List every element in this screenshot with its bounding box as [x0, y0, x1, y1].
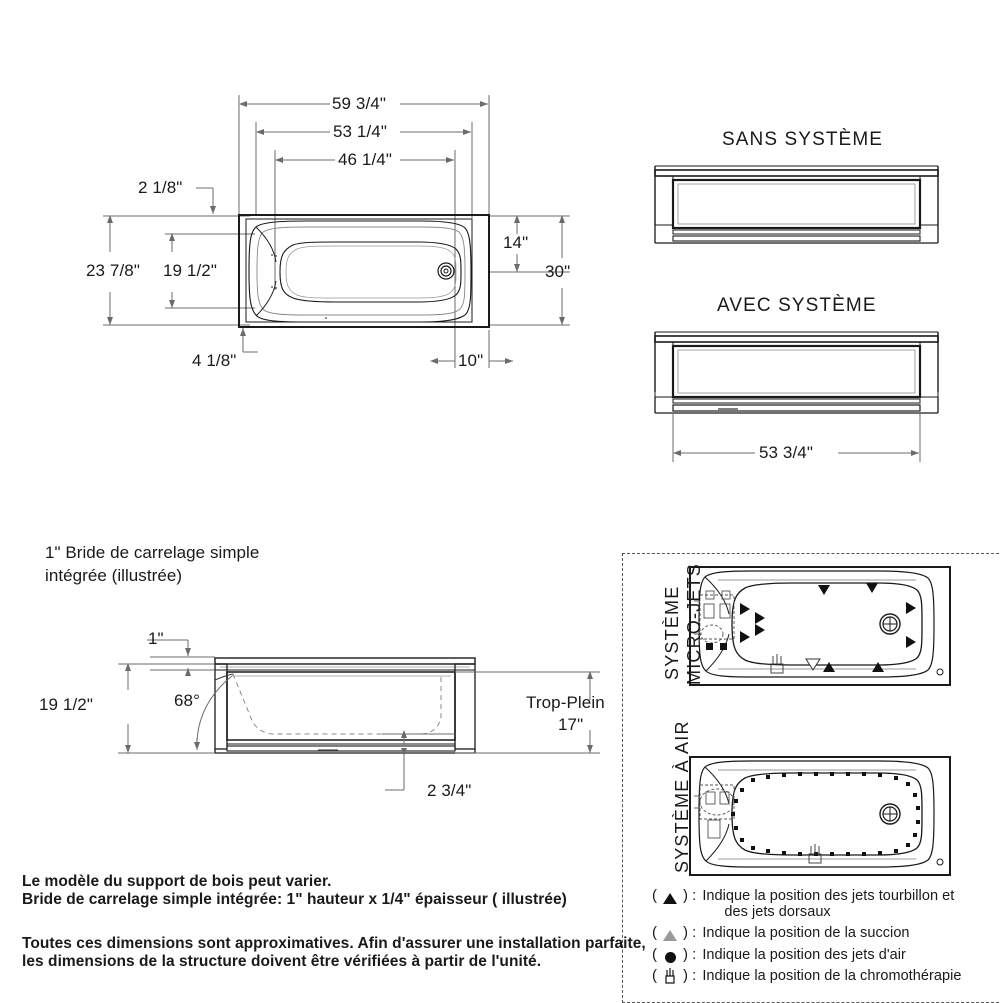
chromotherapy-lamp-icon	[657, 968, 683, 990]
legend-text-0a: Indique la position des jets tourbillon …	[702, 888, 955, 904]
end-view-without-system-geometry	[654, 165, 939, 244]
legend-row-0: ( ) : Indique la position des jets tourb…	[652, 888, 954, 920]
legend-text-2: Indique la position des jets d'air	[702, 947, 906, 963]
legend-row-2: ( ) : Indique la position des jets d'air	[652, 947, 906, 968]
dim-base-height: 2 3/4"	[427, 781, 472, 800]
outline-triangle-icon	[657, 928, 683, 946]
footer-note-4: les dimensions de la structure doivent ê…	[22, 953, 542, 970]
end-view-with-system-geometry	[654, 331, 939, 414]
dim-flange-height: 1"	[148, 629, 164, 648]
section-view-geometry	[214, 657, 476, 754]
legend-row-1: ( ) : Indique la position de la succion	[652, 925, 910, 946]
legend-paren-close-3: ) :	[683, 967, 697, 984]
legend-text-1: Indique la position de la succion	[702, 925, 910, 941]
legend-row-3: ( ) : Indique la position de la chromoth…	[652, 968, 962, 990]
micro-jets-tub-geometry	[689, 566, 951, 686]
dim-wall-angle: 68°	[174, 691, 201, 710]
dim-flange-length: 53 1/4"	[333, 122, 387, 141]
dim-flange-offset-top: 2 1/8"	[138, 178, 183, 197]
dim-overall-width: 23 7/8"	[86, 261, 140, 280]
legend-paren-close-2: ) :	[683, 946, 697, 963]
air-system-tub-geometry	[689, 756, 951, 876]
footer-note-3: Toutes ces dimensions sont approximative…	[22, 935, 646, 952]
section-heading-line1: 1" Bride de carrelage simple	[45, 543, 260, 562]
legend-paren-open-1: (	[652, 924, 657, 941]
legend-text-0b: des jets dorsaux	[724, 904, 831, 920]
dim-inner-length: 46 1/4"	[338, 150, 392, 169]
legend-paren-close-0: ) :	[683, 887, 697, 904]
dim-with-system-width: 53 3/4"	[759, 443, 813, 462]
legend-paren-open-3: (	[652, 967, 657, 984]
dim-overall-length: 59 3/4"	[332, 94, 386, 113]
filled-triangle-icon	[657, 891, 683, 909]
title-with-system: AVEC SYSTÈME	[717, 295, 877, 316]
legend-paren-close-1: ) :	[683, 924, 697, 941]
dim-drain-from-back: 14"	[503, 233, 529, 252]
dim-drain-from-end: 10"	[458, 351, 484, 370]
section-heading-line2: intégrée (illustrée)	[45, 566, 183, 585]
legend-text-3: Indique la position de la chromothérapie	[702, 968, 962, 984]
title-without-system: SANS SYSTÈME	[722, 129, 884, 150]
dim-inner-width: 19 1/2"	[163, 261, 217, 280]
label-overflow: Trop-Plein	[526, 693, 605, 712]
filled-circle-icon	[657, 950, 683, 968]
label-micro-jets-line1: SYSTÈME	[662, 585, 682, 680]
dim-flange-offset-bottom: 4 1/8"	[192, 351, 237, 370]
label-air-system: SYSTÈME À AIR	[672, 720, 692, 873]
legend-paren-open-2: (	[652, 946, 657, 963]
dim-tub-height: 19 1/2"	[39, 695, 93, 714]
dim-overall-depth: 30"	[545, 262, 571, 281]
footer-note-2: Bride de carrelage simple intégrée: 1" h…	[22, 891, 567, 908]
legend-paren-open-0: (	[652, 887, 657, 904]
label-micro-jets-line2: MICRO-JETS	[684, 563, 704, 685]
footer-note-1: Le modèle du support de bois peut varier…	[22, 873, 332, 890]
dim-overflow-height: 17"	[558, 715, 584, 734]
